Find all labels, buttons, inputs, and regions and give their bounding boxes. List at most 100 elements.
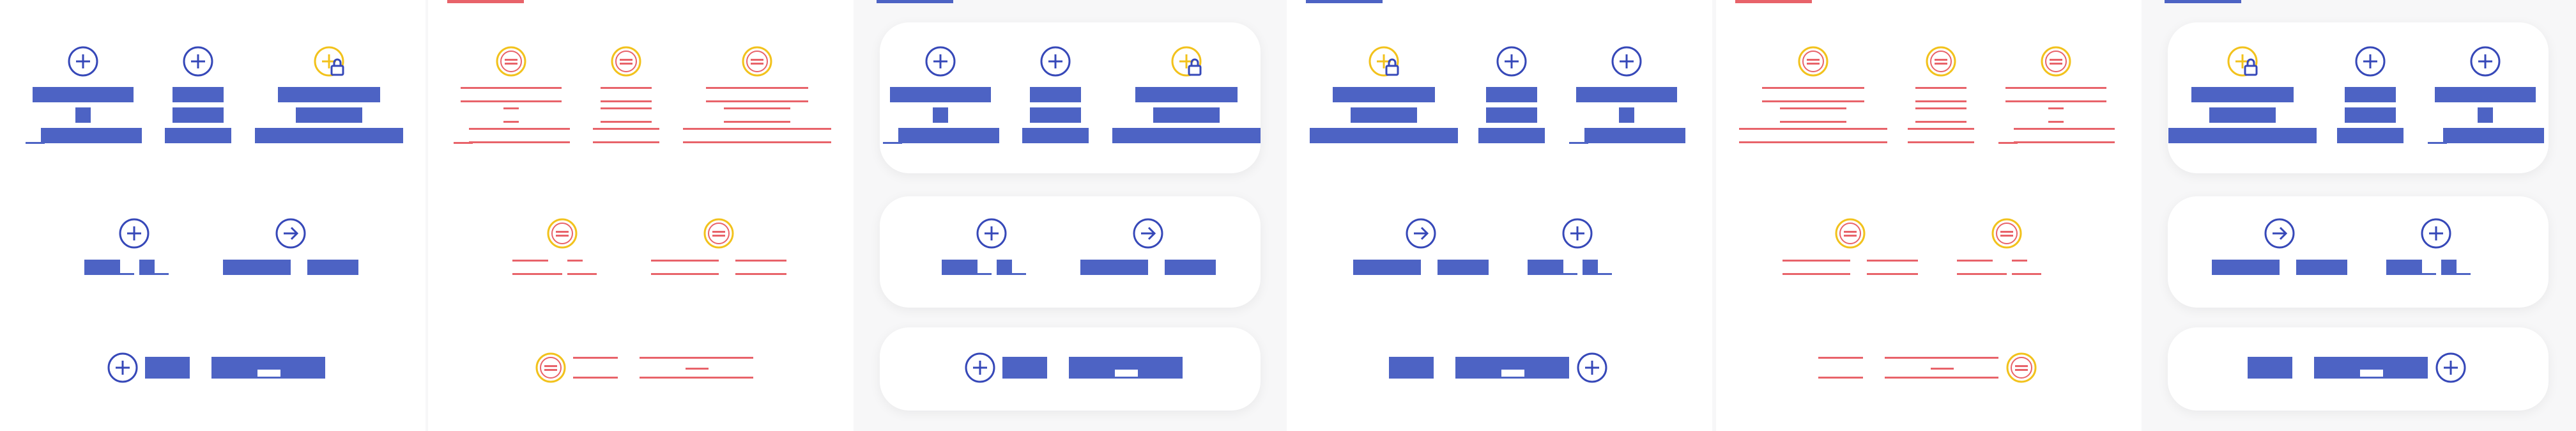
arrow-right-circle-icon[interactable] (273, 216, 308, 251)
plus-circle-icon[interactable] (533, 350, 568, 385)
placeholder-bar (2296, 260, 2347, 275)
placeholder-bar (1954, 357, 1998, 379)
placeholder-bar (1957, 260, 1993, 275)
plus-circle-locked-icon[interactable] (1796, 44, 1830, 79)
placeholder-bar (942, 260, 977, 275)
placeholder-bar (145, 357, 190, 379)
plus-circle-icon[interactable] (2353, 44, 2388, 79)
plus-circle-icon[interactable] (1575, 350, 1609, 385)
plus-circle-icon[interactable] (1989, 216, 2024, 251)
arrow-right-circle-icon[interactable] (702, 216, 736, 251)
underline (686, 377, 709, 379)
plus-circle-icon[interactable] (963, 350, 997, 385)
placeholder-bar (1867, 260, 1918, 275)
placeholder-bar (1584, 128, 1685, 143)
placeholder-bar (512, 260, 548, 275)
plus-circle-icon[interactable] (2039, 44, 2073, 79)
plus-circle-icon[interactable] (105, 350, 140, 385)
placeholder-bar (257, 357, 280, 370)
plus-circle-icon[interactable] (181, 44, 215, 79)
placeholder-bar (640, 357, 686, 379)
placeholder-bar (1333, 87, 1435, 102)
plus-circle-icon[interactable] (2468, 44, 2503, 79)
plus-circle-locked-icon[interactable] (312, 44, 346, 79)
placeholder-bar (2005, 87, 2106, 102)
placeholder-bar (890, 87, 991, 102)
plus-circle-icon[interactable] (2419, 216, 2453, 251)
placeholder-bar (601, 87, 652, 102)
plus-circle-icon[interactable] (494, 44, 528, 79)
plus-circle-icon[interactable] (1924, 44, 1958, 79)
plus-circle-icon[interactable] (1609, 44, 1644, 79)
placeholder-bar (1069, 357, 1115, 379)
plus-circle-icon[interactable] (1038, 44, 1073, 79)
underline (2421, 273, 2436, 275)
placeholder-bar (503, 107, 519, 123)
layout-variant-panel (2145, 0, 2571, 431)
placeholder-bar (2168, 128, 2317, 143)
plus-circle-locked-icon[interactable] (2225, 44, 2260, 79)
underline (976, 273, 992, 275)
underline (26, 142, 45, 144)
placeholder-bar (1115, 357, 1138, 370)
layout-variant-panel (857, 0, 1283, 431)
placeholder-bar (1112, 128, 1261, 143)
plus-circle-locked-icon[interactable] (740, 44, 774, 79)
plus-circle-icon[interactable] (2434, 350, 2468, 385)
placeholder-bar (1782, 260, 1850, 275)
plus-circle-locked-icon[interactable] (1367, 44, 1401, 79)
arrow-right-circle-icon[interactable] (1404, 216, 1438, 251)
underline (2026, 273, 2041, 275)
underline (257, 377, 280, 379)
plus-circle-locked-icon[interactable] (1169, 44, 1204, 79)
plus-circle-icon[interactable] (923, 44, 958, 79)
underline (547, 273, 562, 275)
placeholder-bar (1351, 107, 1417, 123)
placeholder-bar (296, 107, 362, 123)
arrow-right-circle-icon[interactable] (1833, 216, 1867, 251)
underline (1501, 377, 1524, 379)
arrow-right-circle-icon[interactable] (1131, 216, 1165, 251)
placeholder-bar (709, 357, 753, 379)
underline (2455, 273, 2471, 275)
placeholder-bar (2443, 128, 2544, 143)
placeholder-bar (2345, 107, 2396, 123)
placeholder-bar (1915, 87, 1966, 102)
placeholder-bar (2383, 357, 2428, 379)
placeholder-bar (1528, 260, 1563, 275)
placeholder-bar (278, 87, 380, 102)
active-indicator (447, 0, 524, 3)
plus-circle-icon[interactable] (1560, 216, 1595, 251)
placeholder-bar (2212, 260, 2280, 275)
placeholder-bar (997, 260, 1012, 275)
placeholder-bar (1739, 128, 1887, 143)
placeholder-bar (1389, 357, 1434, 379)
placeholder-bar (593, 128, 659, 143)
plus-circle-icon[interactable] (117, 216, 151, 251)
placeholder-bar (1165, 260, 1216, 275)
plus-circle-icon[interactable] (545, 216, 579, 251)
placeholder-bar (2012, 260, 2027, 275)
plus-circle-icon[interactable] (2004, 350, 2039, 385)
arrow-right-circle-icon[interactable] (2262, 216, 2297, 251)
placeholder-bar (2441, 260, 2457, 275)
placeholder-bar (139, 260, 155, 275)
placeholder-bar (1310, 128, 1458, 143)
placeholder-bar (1583, 260, 1598, 275)
plus-circle-icon[interactable] (1494, 44, 1529, 79)
placeholder-bar (1619, 107, 1634, 123)
placeholder-bar (2048, 107, 2064, 123)
placeholder-bar (683, 128, 831, 143)
card-row-3 (880, 327, 1261, 411)
plus-circle-icon[interactable] (66, 44, 100, 79)
card-row-1 (880, 22, 1261, 173)
plus-circle-icon[interactable] (609, 44, 643, 79)
placeholder-bar (307, 260, 358, 275)
layout-variant-panel (1287, 0, 1712, 431)
plus-circle-icon[interactable] (974, 216, 1009, 251)
placeholder-bar (2386, 260, 2422, 275)
active-indicator (1306, 0, 1383, 3)
underline (1569, 142, 1588, 144)
layout-variant-panel (0, 0, 425, 431)
card-row-1 (2168, 22, 2549, 173)
